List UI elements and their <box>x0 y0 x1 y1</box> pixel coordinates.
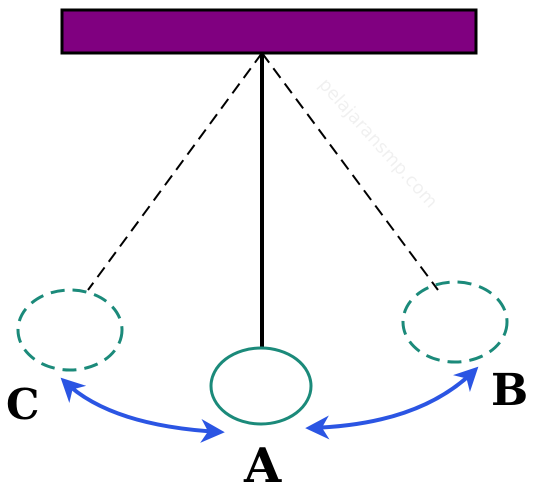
position-label-b: B <box>491 365 529 416</box>
string-to-c <box>87 52 263 291</box>
watermark: pelajaransmp.com <box>314 74 441 212</box>
bob-position-b <box>401 280 509 364</box>
position-label-a: A <box>244 438 282 494</box>
string-to-b <box>261 52 439 291</box>
position-label-c: C <box>6 380 40 429</box>
swing-arrow-a-b <box>305 366 479 440</box>
swing-arrow-c-a <box>60 377 225 443</box>
bob-position-a <box>209 346 313 426</box>
support-beam <box>60 8 478 55</box>
bob-position-c <box>16 288 124 372</box>
